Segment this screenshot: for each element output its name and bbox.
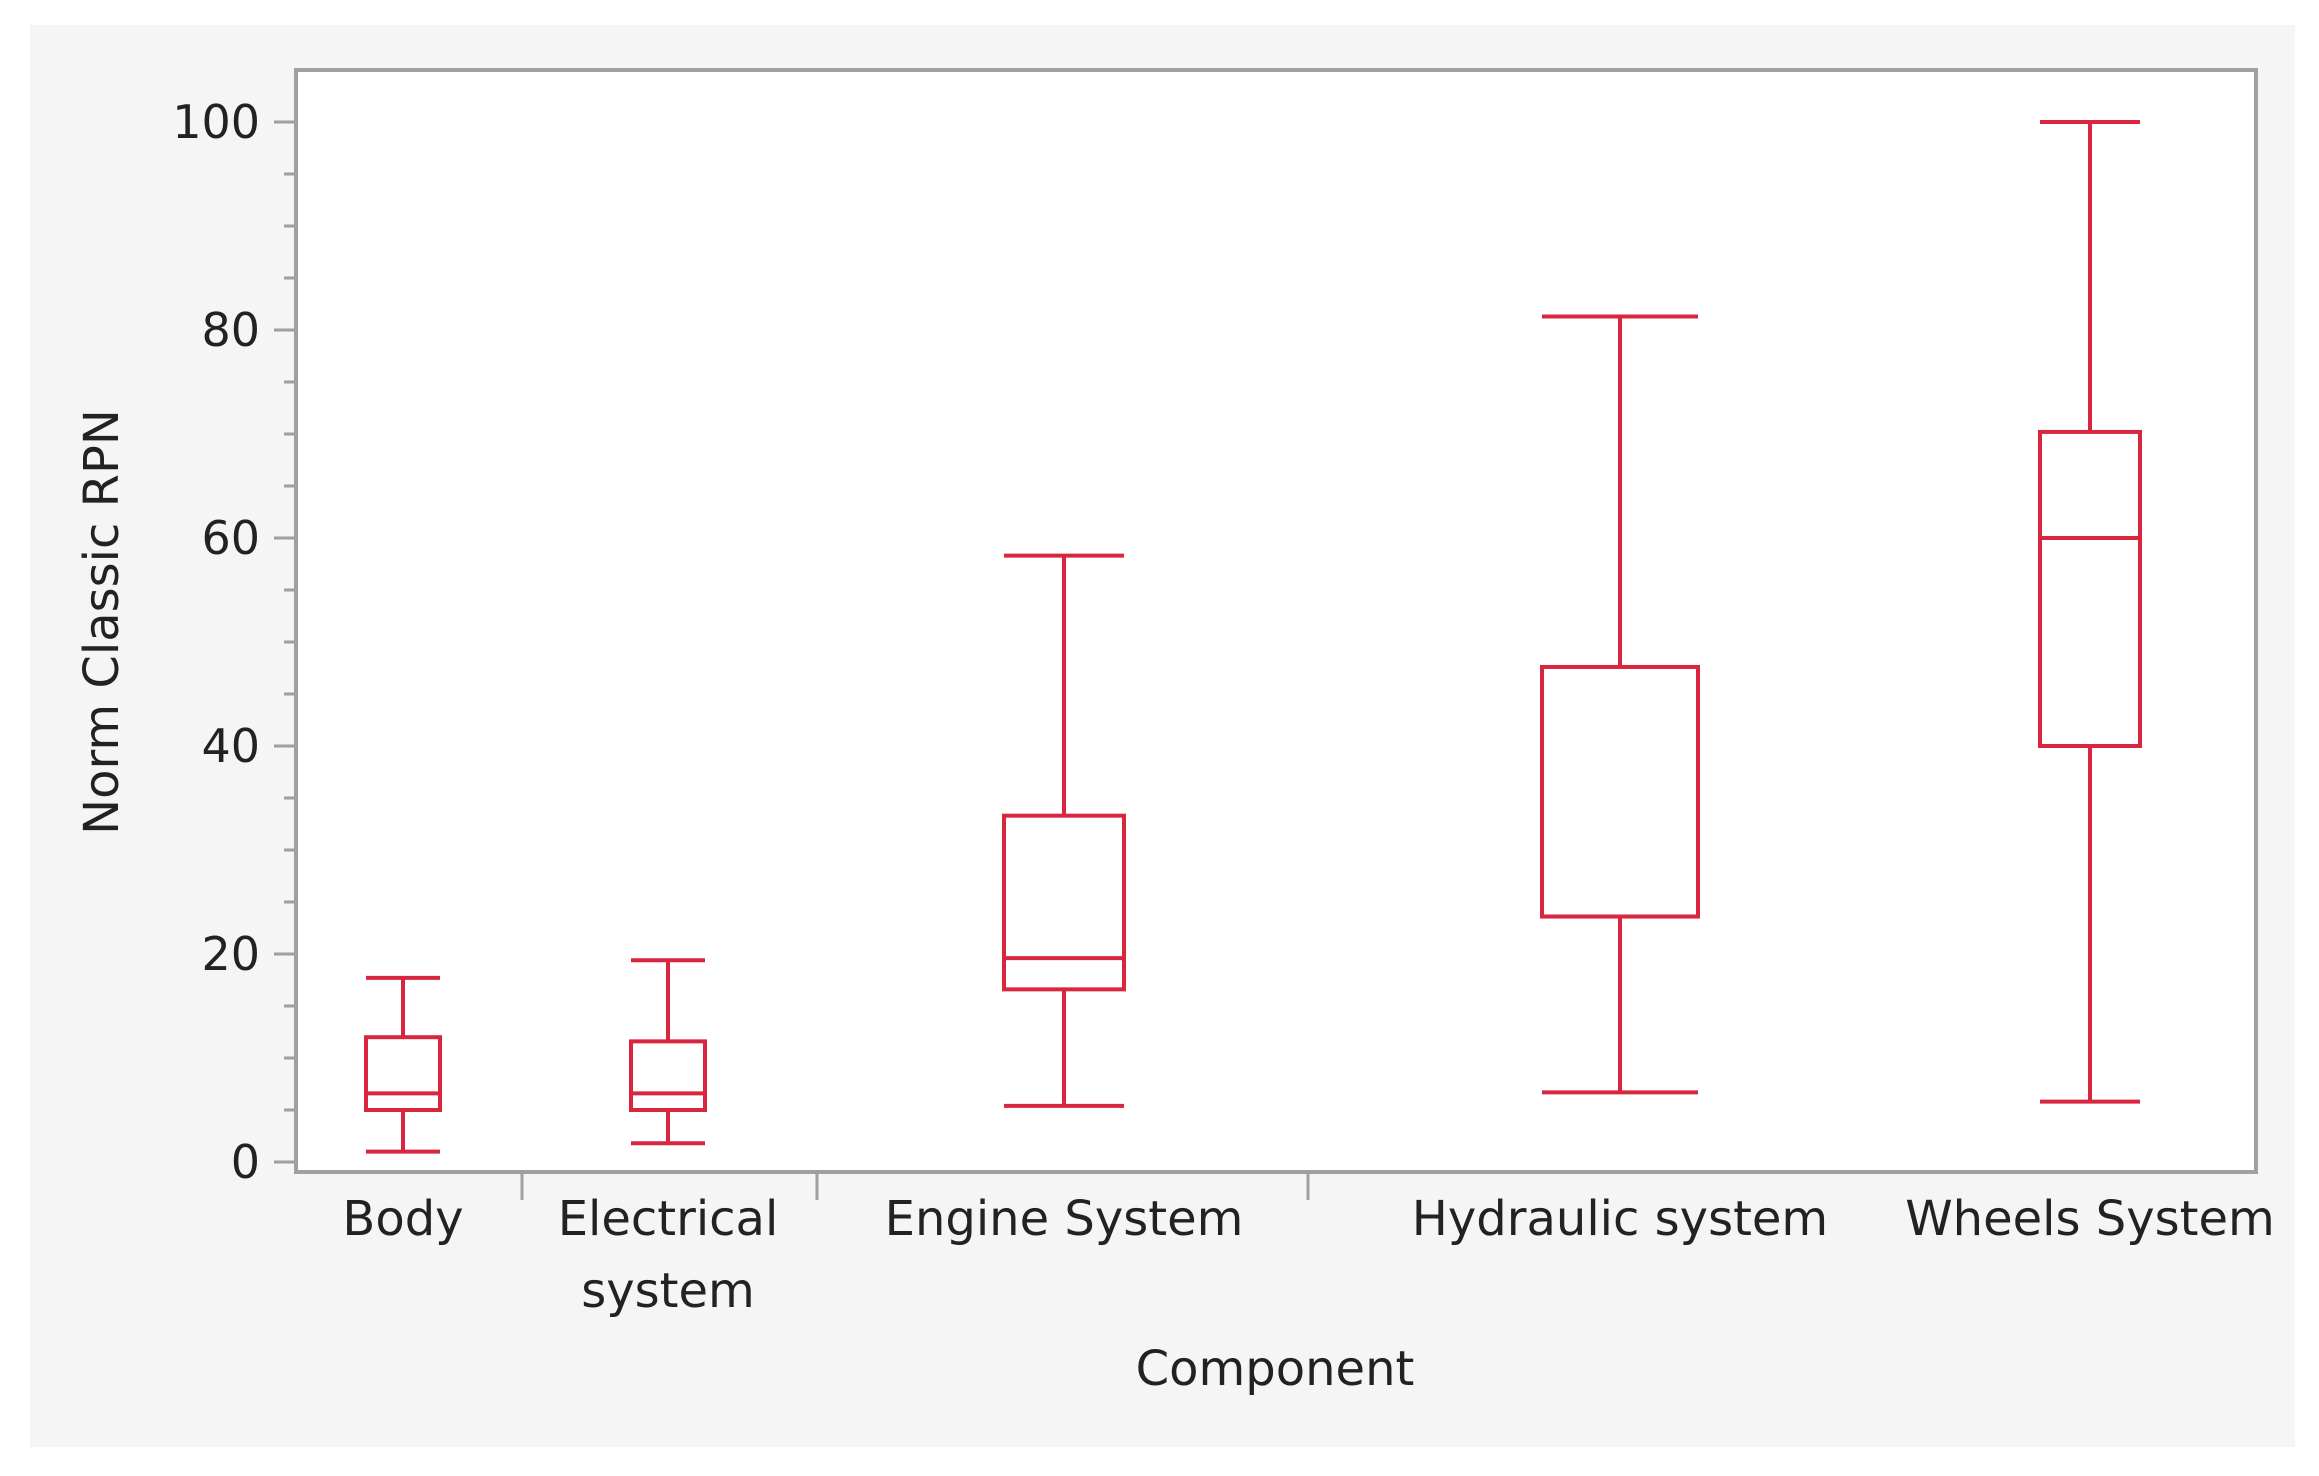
iqr-box <box>2038 429 2142 748</box>
x-tick-label: Hydraulic system <box>1412 1191 1828 1247</box>
iqr-box <box>364 1035 442 1112</box>
iqr-box <box>629 1039 707 1112</box>
x-tick-label: Electrical <box>558 1191 779 1247</box>
boxes-layer <box>364 120 2142 1154</box>
y-tick-label: 40 <box>201 719 260 773</box>
x-tick-label: system <box>581 1263 755 1319</box>
y-tick-label: 60 <box>201 511 260 565</box>
x-tick-label: Body <box>342 1191 463 1247</box>
box-0 <box>364 975 442 1154</box>
iqr-box <box>1002 813 1126 992</box>
y-tick-label: 100 <box>172 95 260 149</box>
y-tick-label: 0 <box>231 1135 260 1189</box>
box-2 <box>1002 553 1126 1108</box>
box-1 <box>629 958 707 1146</box>
x-tick-label: Wheels System <box>1905 1191 2275 1247</box>
y-axis: 0 20 40 60 80 100 <box>172 95 296 1189</box>
x-tick-label: Engine System <box>885 1191 1244 1247</box>
plot-frame <box>294 68 2258 1174</box>
x-axis: Body Electrical system Engine System Hydraul… <box>342 1172 2275 1319</box>
y-axis-label: Norm Classic RPN <box>74 409 130 835</box>
y-tick-label: 20 <box>201 927 260 981</box>
x-axis-label: Component <box>1136 1341 1415 1397</box>
box-3 <box>1540 314 1700 1095</box>
y-tick-label: 80 <box>201 303 260 357</box>
box-4 <box>2038 120 2142 1104</box>
